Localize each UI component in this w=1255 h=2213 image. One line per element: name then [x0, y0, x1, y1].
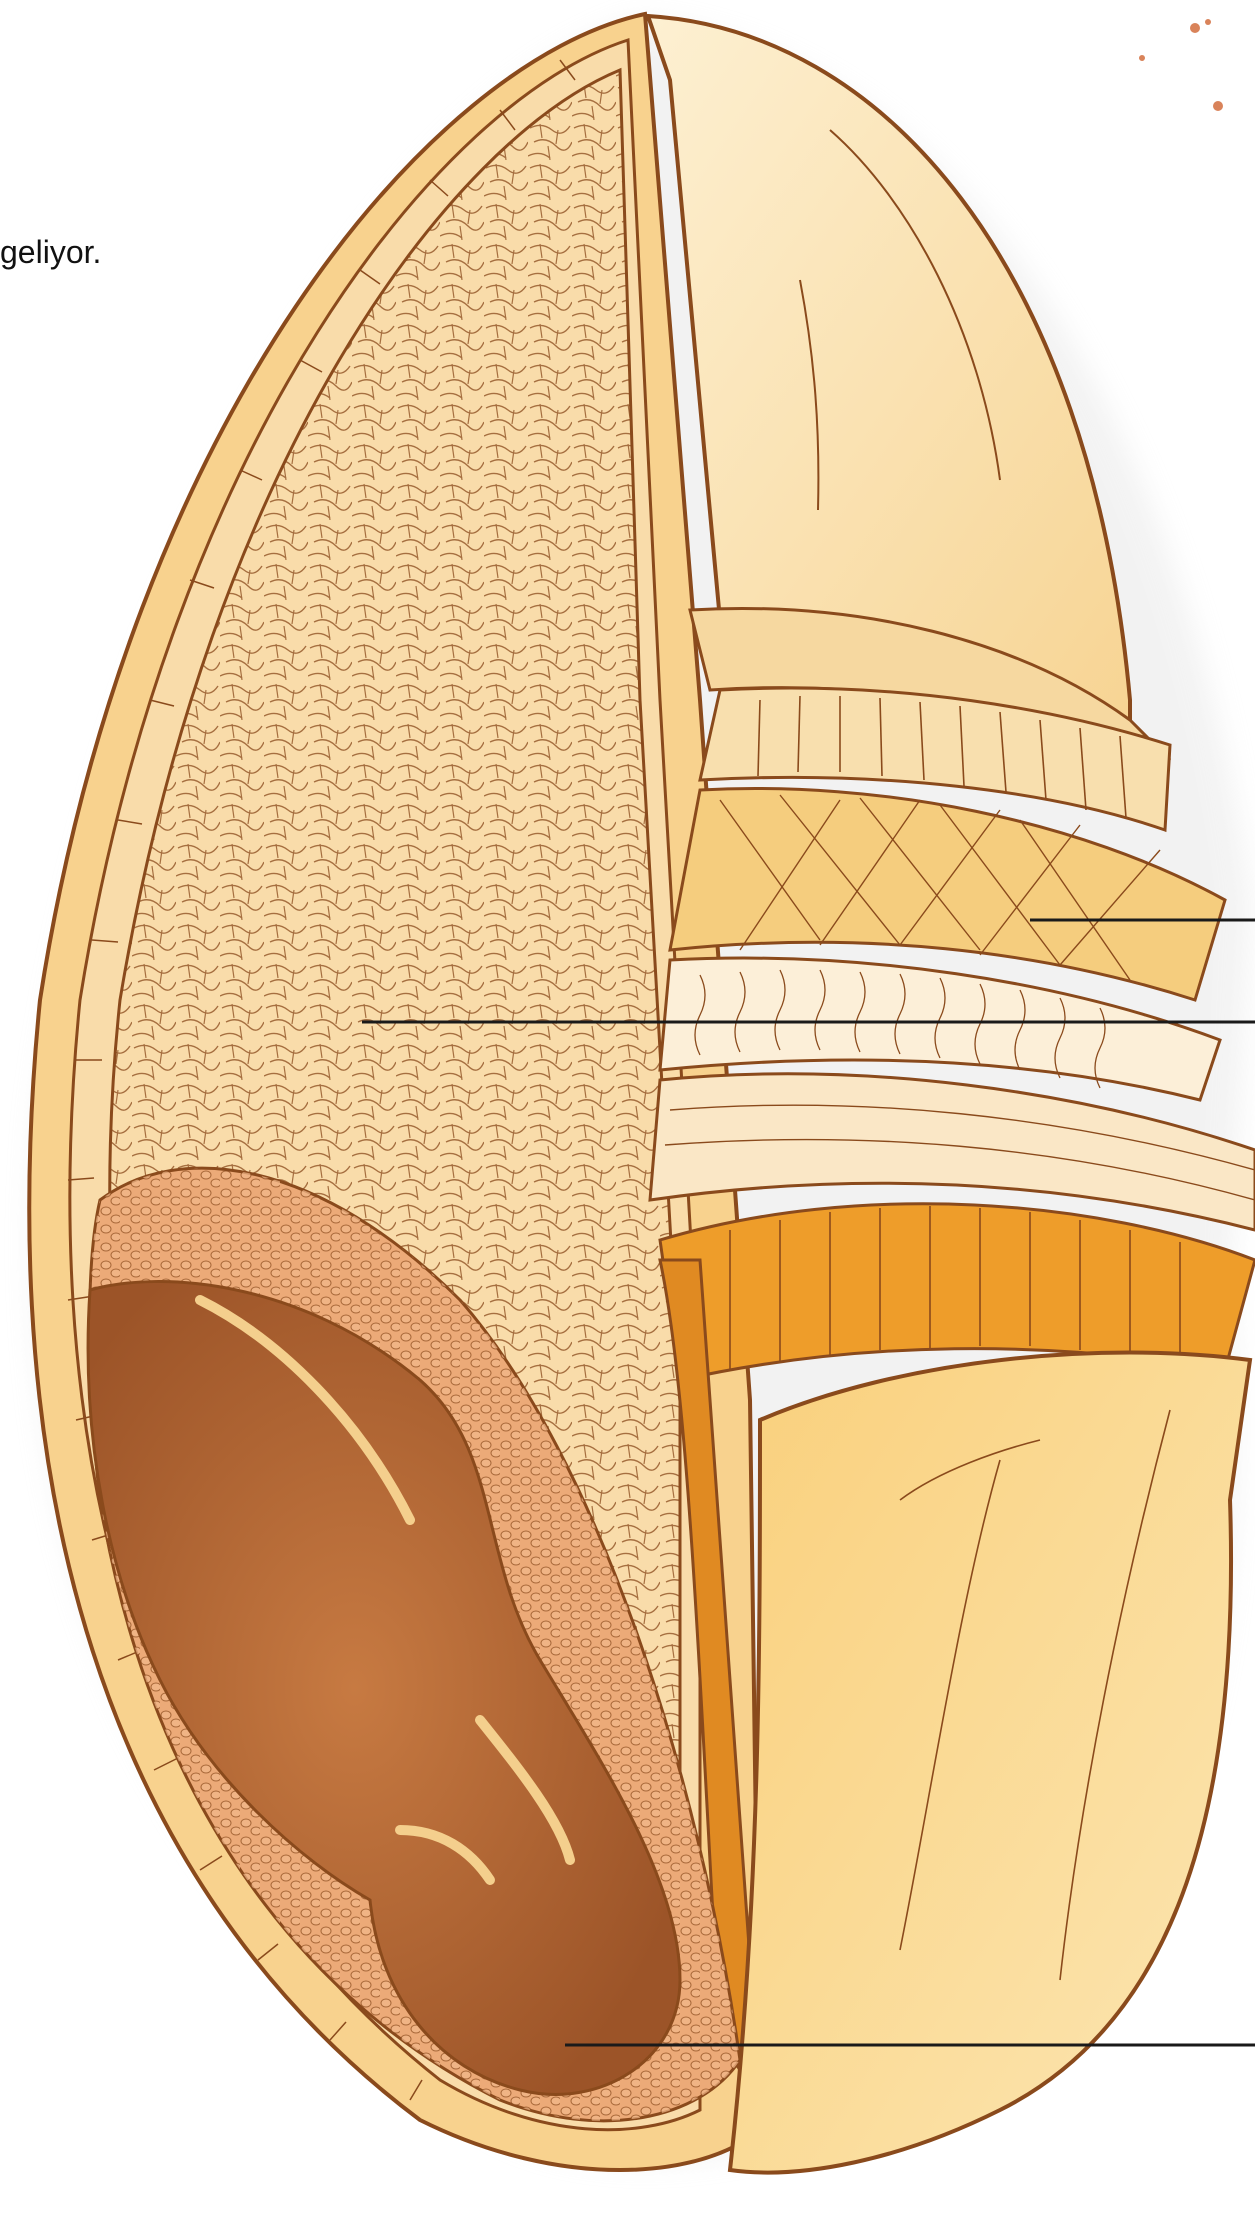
- husk: [730, 1353, 1250, 2173]
- decorative-specks: [1139, 19, 1223, 111]
